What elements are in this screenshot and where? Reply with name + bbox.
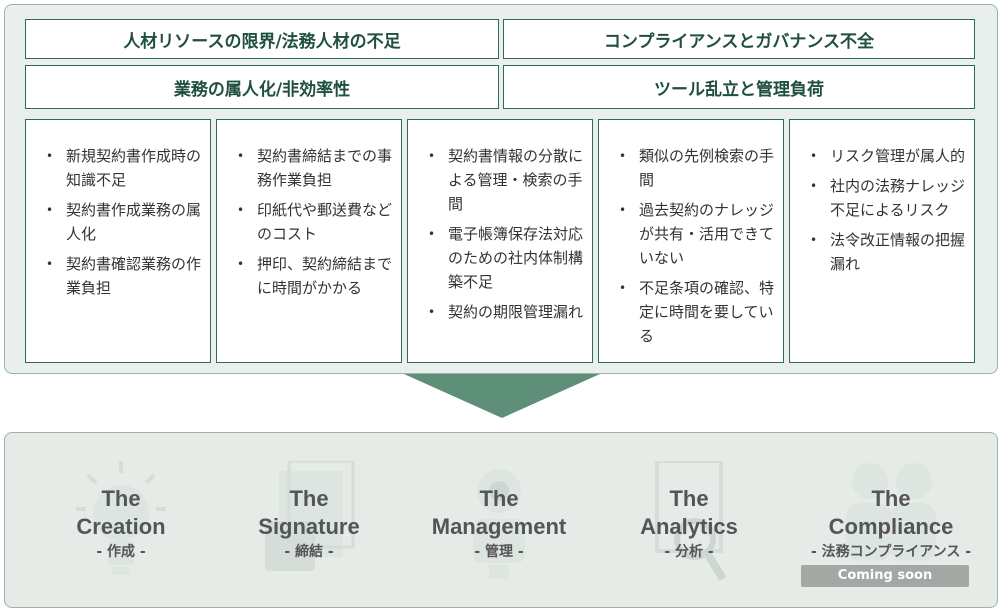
list-item: 類似の先例検索の手間 — [619, 144, 775, 192]
down-arrow-icon — [404, 374, 600, 418]
list-item: リスク管理が属人的 — [810, 144, 966, 168]
issue-column-creation: 新規契約書作成時の知識不足 契約書作成業務の属人化 契約書確認業務の作業負担 — [25, 119, 211, 363]
issue-column-compliance: リスク管理が属人的 社内の法務ナレッジ不足によるリスク 法令改正情報の把握漏れ — [789, 119, 975, 363]
list-item: 押印、契約締結までに時間がかかる — [237, 252, 393, 300]
product-subtitle: - 分析 - — [664, 544, 714, 560]
list-item: 社内の法務ナレッジ不足によるリスク — [810, 174, 966, 222]
list-item: 過去契約のナレッジが共有・活用できていない — [619, 198, 775, 270]
product-subtitle: - 作成 - — [96, 544, 146, 560]
product-subtitle: - 法務コンプライアンス - — [810, 544, 972, 560]
header-tool-sprawl: ツール乱立と管理負荷 — [503, 65, 975, 109]
issue-column-signature: 契約書締結までの事務作業負担 印紙代や郵送費などのコスト 押印、契約締結までに時… — [216, 119, 402, 363]
list-item: 契約書締結までの事務作業負担 — [237, 144, 393, 192]
list-item: 契約書情報の分散による管理・検索の手間 — [428, 144, 584, 216]
document-pen-icon — [265, 461, 355, 571]
product-subtitle: - 管理 - — [474, 544, 524, 560]
issues-panel: 人材リソースの限界/法務人材の不足 コンプライアンスとガバナンス不全 業務の属人… — [4, 4, 998, 374]
header-inefficiency: 業務の属人化/非効率性 — [25, 65, 499, 109]
issue-column-management: 契約書情報の分散による管理・検索の手間 電子帳簿保存法対応のための社内体制構築不… — [407, 119, 593, 363]
header-resource-shortage: 人材リソースの限界/法務人材の不足 — [25, 19, 499, 59]
magnifier-icon — [655, 461, 727, 582]
people-icon — [846, 463, 936, 561]
issue-column-analytics: 類似の先例検索の手間 過去契約のナレッジが共有・活用できていない 不足条項の確認… — [598, 119, 784, 363]
coming-soon-badge: Coming soon — [801, 565, 969, 587]
product-subtitle: - 締結 - — [284, 544, 334, 560]
list-item: 契約書確認業務の作業負担 — [46, 252, 202, 300]
robot-icon — [473, 469, 525, 579]
list-item: 印紙代や郵送費などのコスト — [237, 198, 393, 246]
list-item: 契約書作成業務の属人化 — [46, 198, 202, 246]
list-item: 電子帳簿保存法対応のための社内体制構築不足 — [428, 222, 584, 294]
lightbulb-icon — [76, 461, 166, 575]
header-compliance: コンプライアンスとガバナンス不全 — [503, 19, 975, 59]
list-item: 法令改正情報の把握漏れ — [810, 228, 966, 276]
list-item: 新規契約書作成時の知識不足 — [46, 144, 202, 192]
list-item: 契約の期限管理漏れ — [428, 300, 584, 324]
list-item: 不足条項の確認、特定に時間を要している — [619, 276, 775, 348]
